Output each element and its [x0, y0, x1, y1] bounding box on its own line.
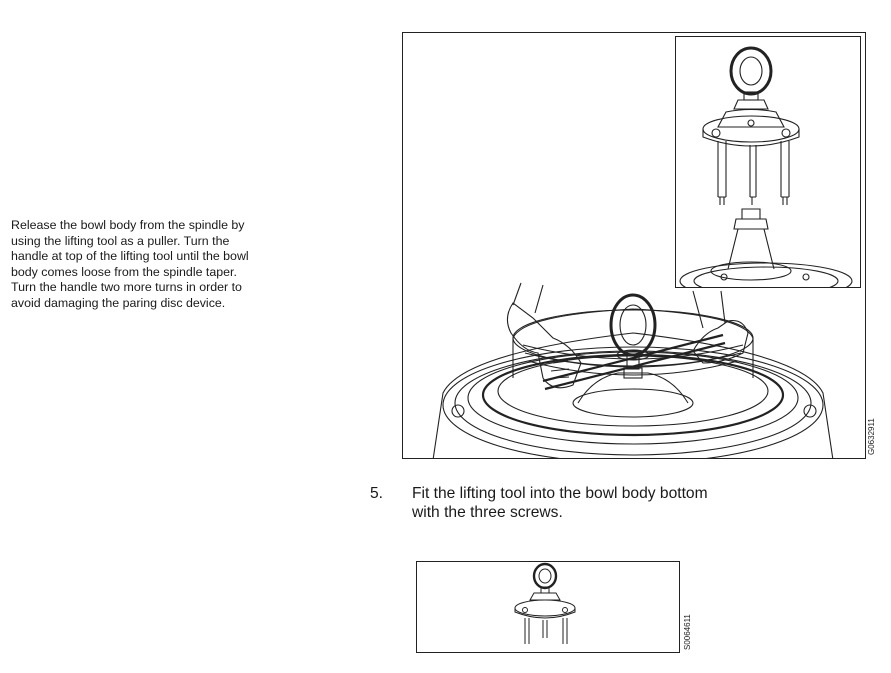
step-number: 5.: [370, 485, 384, 502]
bowl-removal-illustration: [402, 32, 866, 459]
step-line: Fit the lifting tool into the bowl body …: [412, 485, 708, 502]
lifting-tool-drawing: [514, 562, 576, 644]
instruction-line: Turn the handle two more turns in order …: [11, 280, 242, 295]
instruction-line: handle at top of the lifting tool until …: [11, 249, 249, 264]
lifting-tool-detail-drawing: [679, 46, 853, 287]
instruction-line: avoid damaging the paring disc device.: [11, 295, 226, 310]
instruction-line: using the lifting tool as a puller. Turn…: [11, 233, 230, 248]
bowl-removal-drawing: [432, 282, 834, 458]
instruction-line: Release the bowl body from the spindle b…: [11, 218, 245, 232]
figure-code-main: G0632911: [867, 418, 876, 455]
lifting-tool-detail-inset: [675, 36, 861, 288]
lifting-tool-illustration: [416, 561, 680, 653]
step-line: with the three screws.: [412, 504, 563, 521]
figure-code-small: S0064611: [683, 614, 692, 650]
instruction-paragraph: Release the bowl body from the spindle b…: [11, 218, 311, 312]
step-text: Fit the lifting tool into the bowl body …: [412, 484, 812, 522]
instruction-line: body comes loose from the spindle taper.: [11, 264, 237, 279]
